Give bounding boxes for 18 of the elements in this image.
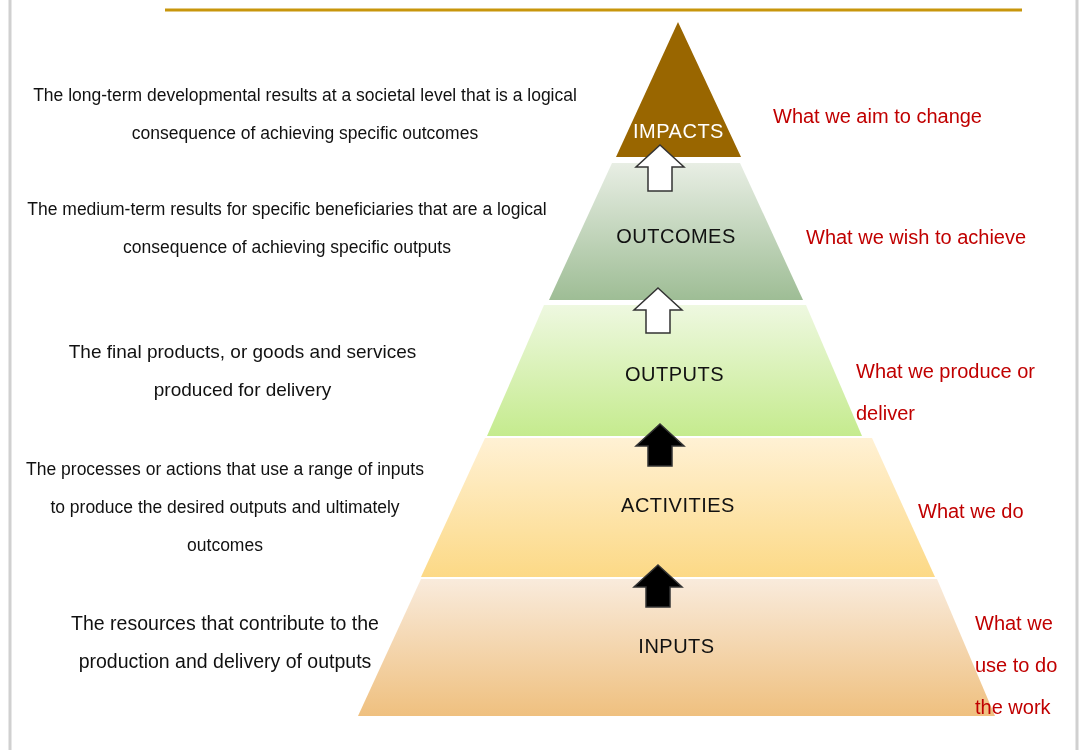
level-purpose: What we do [918, 499, 1025, 524]
level-description: The long-term developmental results at a societal level that is a logical consequence of achieving specific outcomes [32, 84, 578, 145]
level-purpose: What we produce or deliver [856, 359, 1036, 426]
level-label: OUTPUTS [624, 363, 725, 386]
level-description: The final products, or goods and services produced for delivery [67, 340, 418, 402]
level-label: OUTCOMES [616, 225, 736, 248]
block-arrow [632, 564, 684, 608]
level-label: ACTIVITIES [621, 494, 735, 517]
level-purpose: What we aim to change [773, 104, 983, 129]
level-label: INPUTS [638, 635, 715, 658]
block-arrow [634, 423, 686, 467]
block-arrow [634, 144, 686, 192]
level-description: The processes or actions that use a range of inputs to produce the desired outputs and ultimately outcomes [25, 458, 425, 557]
level-description: The resources that contribute to the production and delivery of outputs [70, 611, 380, 674]
level-label: IMPACTS [633, 120, 724, 143]
level-purpose: What we wish to achieve [806, 225, 1028, 250]
level-description: The medium-term results for specific beneficiaries that are a logical consequence of achieving specific outputs [26, 198, 548, 259]
block-arrow [632, 287, 684, 334]
